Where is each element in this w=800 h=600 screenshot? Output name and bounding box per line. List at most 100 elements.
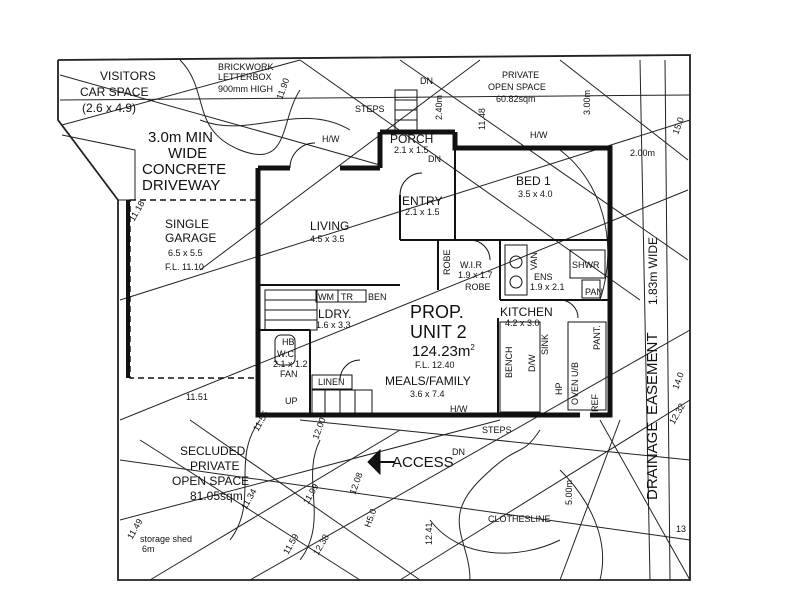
level-1155: 11.55 bbox=[251, 409, 271, 433]
dim-240: 2.40m bbox=[434, 95, 444, 120]
garage-label-1: SINGLE bbox=[165, 217, 209, 231]
level-1190: 11.90 bbox=[274, 77, 291, 101]
robe-horizontal: ROBE bbox=[465, 282, 491, 292]
private-open-space: OPEN SPACE bbox=[488, 82, 546, 92]
level-1200: 12.00 bbox=[310, 416, 327, 441]
ens-dim: 1.9 x 2.1 bbox=[530, 282, 565, 292]
ldry-label: LDRY. bbox=[318, 307, 352, 321]
car-space-dim: (2.6 x 4.9) bbox=[82, 101, 136, 115]
dim-500: 5.00m bbox=[564, 480, 574, 505]
bed1-dim: 3.5 x 4.0 bbox=[518, 189, 553, 199]
garage-dim: 6.5 x 5.5 bbox=[168, 248, 203, 258]
private-open-area: 60.82sqm bbox=[496, 94, 536, 104]
letterbox-label: LETTERBOX bbox=[218, 72, 272, 82]
entry-label: ENTRY bbox=[402, 194, 442, 208]
hw-bottom: H/W bbox=[450, 404, 468, 414]
meals-label: MEALS/FAMILY bbox=[385, 374, 471, 388]
linen-label: LINEN bbox=[318, 377, 345, 387]
robe-vertical: ROBE bbox=[442, 249, 452, 275]
garage-outline bbox=[126, 199, 259, 379]
access-label: ACCESS bbox=[392, 454, 454, 471]
wir-dim: 1.9 x 1.7 bbox=[458, 270, 493, 280]
porch-label: PORCH bbox=[390, 132, 433, 146]
prop-label: PROP. bbox=[410, 302, 464, 322]
entry-dim: 2.1 x 1.5 bbox=[405, 207, 440, 217]
van-label: VAN bbox=[529, 252, 539, 270]
secluded-label-2: PRIVATE bbox=[190, 459, 240, 473]
wc-fan: FAN bbox=[280, 369, 298, 379]
level-13: 13 bbox=[676, 524, 686, 534]
garage-fl: F.L. 11.10 bbox=[165, 262, 204, 272]
level-140: 14.0 bbox=[670, 371, 685, 391]
wir-label: W.I.R bbox=[460, 260, 482, 270]
sink-label: SINK bbox=[540, 334, 550, 355]
ldry-dim: 1.6 x 3.3 bbox=[316, 320, 351, 330]
easement-label: EASEMENT bbox=[644, 332, 661, 415]
kitchen-dim: 4.2 x 3.0 bbox=[505, 318, 540, 328]
dn-bottom: DN bbox=[452, 447, 465, 457]
unit-area: 124.23m2 bbox=[412, 343, 475, 360]
meals-dim: 3.6 x 7.4 bbox=[410, 389, 445, 399]
private-open-label: PRIVATE bbox=[502, 70, 539, 80]
level-1232: 12.32 bbox=[667, 401, 687, 426]
dw-label: D/W bbox=[527, 354, 537, 372]
level-150: 15.0 bbox=[670, 116, 685, 136]
kitchen-label: KITCHEN bbox=[500, 305, 553, 319]
steps-bottom: STEPS bbox=[482, 425, 512, 435]
wc-label: W.C. bbox=[277, 349, 297, 359]
driveway-line-4: DRIVEWAY bbox=[142, 177, 220, 194]
hw-top-left: H/W bbox=[322, 134, 340, 144]
level-1241: 12.41 bbox=[424, 522, 434, 545]
driveway-line-2: WIDE bbox=[168, 145, 207, 162]
car-space-label: CAR SPACE bbox=[80, 85, 148, 99]
living-dim: 4.5 x 3.5 bbox=[310, 234, 345, 244]
storage-shed-label: storage shed bbox=[140, 534, 192, 544]
level-1238: 12.38 bbox=[311, 532, 331, 557]
dn-porch: DN bbox=[428, 154, 441, 164]
secluded-area: 81.05sqm bbox=[190, 489, 243, 503]
visitors-label: VISITORS bbox=[100, 69, 156, 83]
shwr-label: SHWR bbox=[572, 260, 600, 270]
level-1151: 11.51 bbox=[186, 392, 208, 402]
letterbox-height: 900mm HIGH bbox=[218, 84, 273, 94]
living-label: LIVING bbox=[310, 219, 349, 233]
access-arrow bbox=[367, 448, 395, 476]
driveway-line-3: CONCRETE bbox=[142, 161, 226, 178]
bench-label: BENCH bbox=[504, 346, 514, 378]
house-walls bbox=[255, 129, 613, 418]
level-1118: 11.18 bbox=[127, 199, 147, 223]
secluded-label-1: SECLUDED bbox=[180, 444, 246, 458]
hb-label: HB bbox=[282, 337, 295, 347]
hw-top-right: H/W bbox=[530, 130, 548, 140]
wm-label: WM bbox=[318, 292, 334, 302]
clothesline-label: CLOTHESLINE bbox=[488, 514, 551, 524]
secluded-label-3: OPEN SPACE bbox=[172, 474, 249, 488]
wc-dim: 2.1 x 1.2 bbox=[273, 359, 308, 369]
shed-dim: 6m bbox=[142, 544, 155, 554]
fixtures bbox=[264, 89, 607, 416]
level-1148: 11.48 bbox=[477, 108, 487, 130]
driveway-line-1: 3.0m MIN bbox=[148, 129, 213, 146]
pant-label: PANT. bbox=[592, 325, 602, 350]
pan-label: PAN bbox=[585, 287, 603, 297]
hp-label: HP bbox=[554, 382, 564, 395]
ben-label: BEN bbox=[368, 292, 387, 302]
level-h50: H5.0 bbox=[362, 507, 378, 528]
unit-label: UNIT 2 bbox=[410, 322, 467, 342]
garage-label-2: GARAGE bbox=[165, 231, 216, 245]
brickwork-label: BRICKWORK bbox=[218, 62, 274, 72]
dim-200: 2.00m bbox=[630, 148, 655, 158]
dim-300: 3.00m bbox=[582, 90, 592, 115]
oven-label: OVEN U/B bbox=[570, 362, 580, 405]
unit-fl: F.L. 12.40 bbox=[415, 360, 455, 370]
drainage-label: DRAINAGE bbox=[644, 422, 661, 500]
up-label: UP bbox=[285, 396, 298, 406]
steps-top: STEPS bbox=[355, 104, 385, 114]
ens-label: ENS bbox=[534, 272, 553, 282]
site-linework bbox=[57, 54, 691, 581]
level-1208: 12.08 bbox=[347, 471, 364, 496]
tr-label: TR bbox=[341, 292, 353, 302]
dn-top: DN bbox=[420, 76, 433, 86]
ref-label: REF bbox=[590, 393, 600, 412]
